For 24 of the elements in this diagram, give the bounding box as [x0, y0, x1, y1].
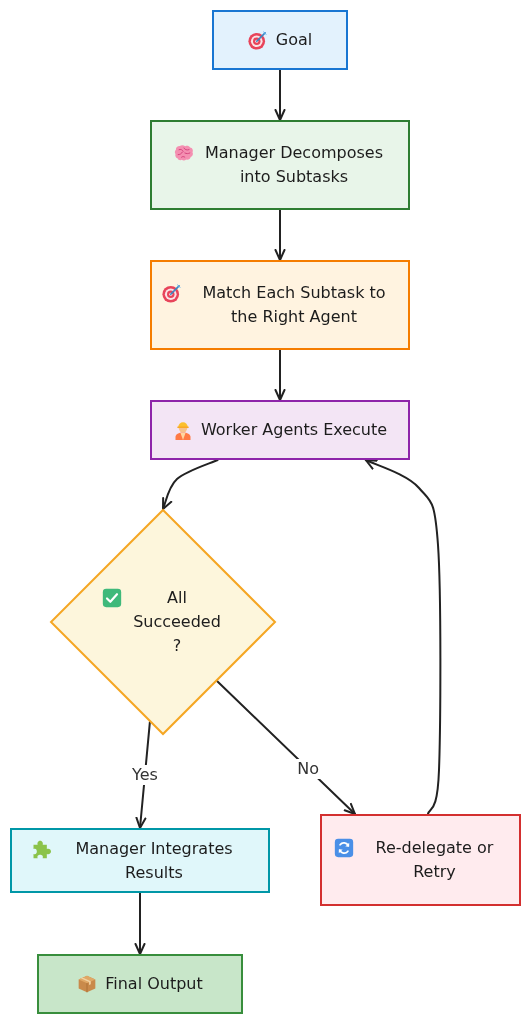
node-label: Final Output	[105, 973, 203, 995]
edge-label: Yes	[130, 764, 160, 785]
process-box	[150, 120, 410, 210]
process-box	[37, 954, 243, 1014]
node-label: Goal	[275, 29, 313, 51]
edge-label: No	[295, 758, 321, 779]
process-box	[150, 400, 410, 460]
arrow	[274, 349, 286, 401]
node-label: Manager Integrates Results	[74, 837, 234, 884]
process-box	[10, 828, 270, 893]
node-label: Re-delegate or Retry	[374, 837, 495, 883]
arrow	[274, 69, 286, 121]
arrow	[161, 459, 219, 510]
node-label: Worker Agents Execute	[200, 419, 388, 441]
node-label: Manager Decomposes into Subtasks	[204, 142, 384, 188]
arrow	[134, 892, 146, 955]
node-label: Match Each Subtask to the Right Agent	[201, 282, 387, 328]
process-box	[212, 10, 348, 70]
arrow	[274, 209, 286, 261]
arrow	[364, 459, 442, 815]
node-label: All Succeeded ?	[132, 587, 222, 657]
process-box	[320, 814, 521, 906]
process-box	[150, 260, 410, 350]
decision-diamond	[50, 509, 276, 735]
